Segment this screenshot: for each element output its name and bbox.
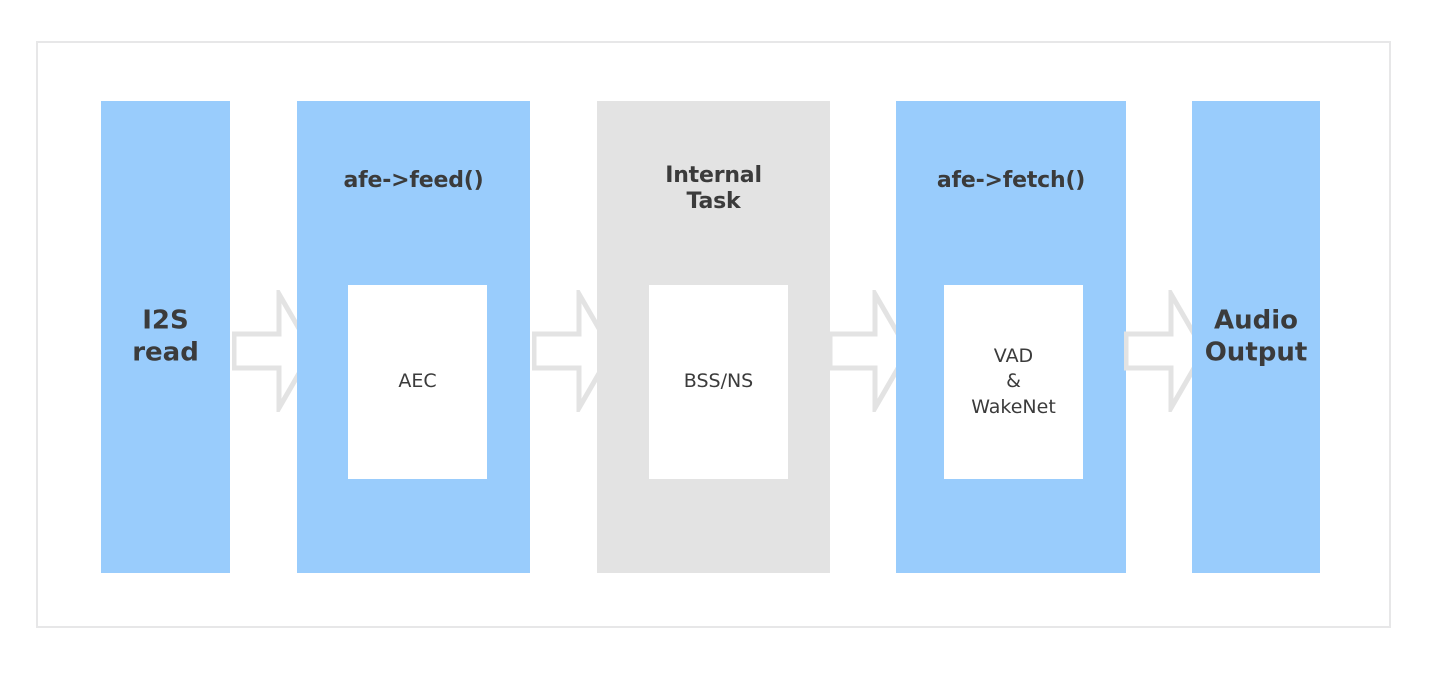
- module-aec-label: AEC: [398, 370, 437, 393]
- stage-afe-fetch: afe->fetch() VAD & WakeNet: [896, 101, 1126, 573]
- module-vad-wakenet-label: VAD & WakeNet: [971, 345, 1056, 418]
- stage-i2s-read: I2S read: [101, 101, 230, 573]
- diagram-frame: [36, 41, 1391, 628]
- stage-internal-task-title: Internal Task: [665, 163, 762, 214]
- arrow-right-icon-4: [1124, 290, 1206, 412]
- module-aec: AEC: [348, 285, 487, 479]
- stage-audio-output: Audio Output: [1192, 101, 1320, 573]
- module-bss-ns-label: BSS/NS: [683, 370, 754, 393]
- arrow-right-icon-2: [532, 290, 614, 412]
- stage-afe-feed: afe->feed() AEC: [297, 101, 530, 573]
- arrow-right-icon-3: [828, 290, 910, 412]
- stage-audio-output-label: Audio Output: [1204, 305, 1308, 367]
- stage-afe-feed-title: afe->feed(): [343, 168, 484, 193]
- stage-i2s-read-label: I2S read: [132, 305, 199, 367]
- module-bss-ns: BSS/NS: [649, 285, 788, 479]
- arrow-right-icon-1: [232, 290, 314, 412]
- module-vad-wakenet: VAD & WakeNet: [944, 285, 1083, 479]
- stage-afe-fetch-title: afe->fetch(): [936, 168, 1086, 193]
- stage-internal-task: Internal Task BSS/NS: [597, 101, 830, 573]
